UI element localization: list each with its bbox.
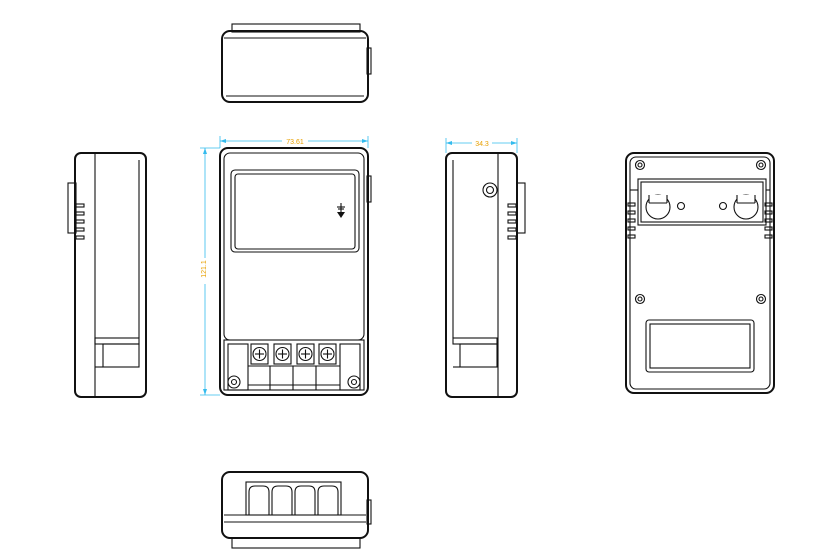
ground-arrow-icon	[337, 203, 345, 218]
rear-view	[625, 152, 775, 394]
keyhole-left	[645, 194, 671, 220]
height-dimension-label: 121.1	[201, 260, 208, 278]
front-view	[219, 147, 372, 396]
mounting-hole-right	[347, 375, 361, 389]
top-view	[221, 23, 372, 103]
depth-dimension-label: 34.3	[475, 141, 489, 148]
width-dimension: 73.61	[219, 136, 369, 148]
right-side-view	[445, 152, 526, 398]
terminal-screw-2	[273, 343, 292, 365]
width-dimension-label: 73.61	[286, 139, 304, 146]
mounting-hole-left	[227, 375, 241, 389]
terminal-screw-1	[250, 343, 269, 365]
terminal-block	[223, 339, 365, 391]
keyhole-right	[733, 194, 759, 220]
bottom-view	[221, 471, 372, 549]
terminal-screw-4	[318, 343, 337, 365]
terminal-screw-3	[296, 343, 315, 365]
depth-dimension: 34.3	[445, 138, 518, 153]
height-dimension: 121.1	[200, 147, 220, 396]
left-side-view	[67, 152, 147, 398]
